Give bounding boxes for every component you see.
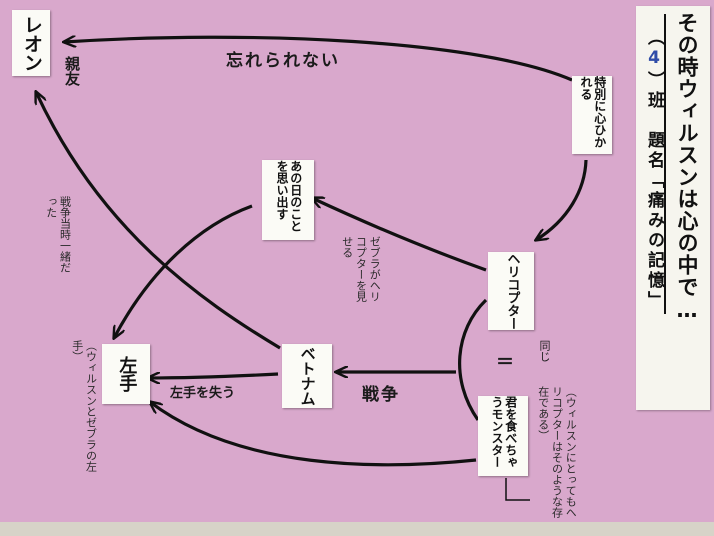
- node-monster: 君を食べちゃうモンスター: [478, 396, 528, 476]
- monster-bracket: [505, 478, 530, 501]
- arrow-special-to-leon: [64, 37, 573, 82]
- page-title: その時ウィルスンは心の中で…: [675, 12, 699, 323]
- node-left-hand: 左手: [102, 344, 150, 404]
- node-memory: あの日のことを思い出す: [262, 160, 314, 240]
- arrow-special-to-helicopter: [536, 159, 588, 240]
- note-zebra-helicopter: ゼブラがヘリコプターを見せる: [340, 236, 382, 302]
- label-unforgettable: 忘れられない: [226, 51, 340, 71]
- link-helicopter-monster: [458, 298, 488, 421]
- arrow-helicopter-to-memory: [312, 198, 487, 272]
- label-equals: ＝: [496, 352, 514, 373]
- group-number: 4: [644, 48, 664, 71]
- arrow-monster-to-lefthand: [150, 402, 477, 467]
- arrow-vietnam-to-lefthand: [148, 374, 279, 378]
- group-prefix: （: [644, 28, 664, 48]
- label-lose-left-hand: 左手を失う: [170, 386, 236, 401]
- title-divider: [664, 14, 666, 314]
- node-helicopter: ヘリコプター: [488, 252, 534, 330]
- group-title: ）班 題名「痛みの記憶」: [644, 71, 664, 311]
- arrow-vietnam-to-leon: [36, 92, 281, 350]
- note-war-time: 戦争当時一緒だった: [44, 196, 72, 273]
- label-same: 同じ: [538, 340, 551, 362]
- label-best-friend: 親友: [63, 56, 81, 86]
- poster-bottom-edge: [0, 522, 714, 536]
- group-and-title: （4）班 題名「痛みの記憶」: [642, 28, 667, 311]
- note-left-hand: （ウィルスンとゼブラの左手）: [70, 340, 98, 472]
- node-leon: レオン: [12, 10, 50, 76]
- title-panel: [636, 6, 710, 410]
- node-special-attraction: 特別に心ひかれる: [572, 76, 612, 154]
- node-vietnam: ベトナム: [282, 344, 332, 408]
- note-helicopter-meaning: （ウィルスンにとってもヘリコプターはそのような存在である）: [536, 386, 578, 518]
- label-war: 戦争: [362, 385, 400, 405]
- arrow-memory-to-lefthand: [114, 204, 253, 338]
